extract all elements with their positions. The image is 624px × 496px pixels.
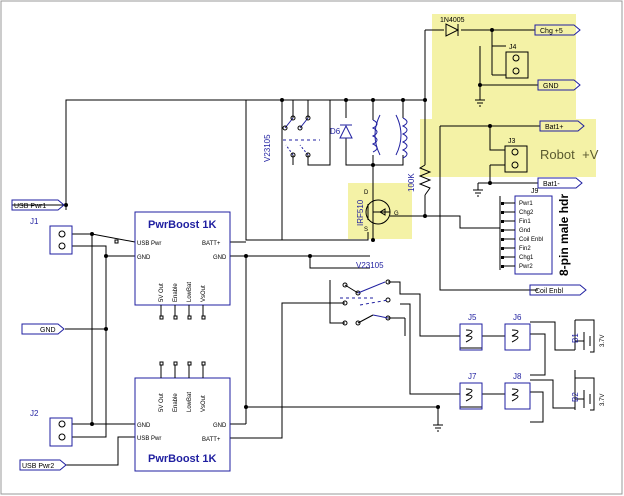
pb2-vsout: VsOut bbox=[201, 395, 207, 412]
flag-chg5-text: Chg +5 bbox=[540, 28, 563, 35]
pwrboost-bottom-title: PwrBoost 1K bbox=[148, 453, 217, 465]
mosfet-pin-g: G bbox=[394, 211, 399, 217]
pb2-enable: Enable bbox=[173, 393, 179, 412]
relay-top-label: V23105 bbox=[263, 134, 272, 162]
connector-j5: J5 bbox=[459, 313, 483, 351]
resistor-label: 100K bbox=[407, 173, 416, 192]
relay-bottom: V23105 bbox=[340, 261, 391, 326]
j3-label: J3 bbox=[508, 138, 516, 145]
battery-b2: B2 3.7V bbox=[571, 390, 606, 408]
relay-bottom-label: V23105 bbox=[356, 261, 384, 270]
robot-v-label: Robot +V bbox=[540, 146, 599, 163]
flag-usb-pwr1-text: USB Pwr1 bbox=[14, 203, 46, 210]
pb1-5v: 5V Out bbox=[159, 283, 165, 302]
pwrboost-bottom: PwrBoost 1K GND USB Pwr GND BATT+ 5V Out… bbox=[134, 361, 231, 472]
pb1-vsout: VsOut bbox=[201, 285, 207, 302]
diode-d6: D6 bbox=[330, 124, 353, 139]
pwrboost-top-title: PwrBoost 1K bbox=[148, 219, 217, 231]
j9-pin-8: Pwr2 bbox=[519, 264, 533, 270]
pb1-usbpwr: USB Pwr bbox=[137, 241, 161, 247]
pb1-lowbat: LowBat bbox=[187, 282, 193, 302]
pb2-lowbat: LowBat bbox=[187, 392, 193, 412]
j9-label: J9 bbox=[531, 188, 539, 195]
relay-coil bbox=[371, 114, 408, 159]
wires bbox=[12, 29, 595, 466]
pb1-enable: Enable bbox=[173, 283, 179, 302]
d6-label: D6 bbox=[330, 127, 341, 136]
j9-pin-4: Gnd bbox=[519, 228, 530, 234]
j4-label: J4 bbox=[509, 44, 517, 51]
net-flag-coil-enbl: Coil Enbl bbox=[529, 284, 587, 296]
j9-pins: Pwr1 Chg2 Fin1 Gnd Coil Enbl Fin2 Chg1 P… bbox=[519, 201, 543, 270]
net-flag-chg5: Chg +5 bbox=[534, 24, 581, 36]
j9-pin-7: Chg1 bbox=[519, 255, 534, 261]
flag-usb-pwr2-text: USB Pwr2 bbox=[22, 463, 54, 470]
j9-pin-6: Fin2 bbox=[519, 246, 531, 252]
header-j9: J9 8-pin male hdr Pwr1 Chg2 Fin1 Gnd Coi… bbox=[501, 188, 571, 276]
j1-label: J1 bbox=[30, 217, 39, 226]
relay-top: V23105 bbox=[263, 115, 320, 162]
flag-bat1p-text: Bat1+ bbox=[545, 124, 564, 131]
pwrboost-top: PwrBoost 1K USB Pwr GND BATT+ GND 5V Out… bbox=[114, 211, 231, 320]
b1-voltage: 3.7V bbox=[600, 335, 606, 347]
j9-pin-5: Coil Enbl bbox=[519, 237, 543, 243]
connector-j1: J1 bbox=[30, 217, 73, 255]
diode-1n4005-label: 1N4005 bbox=[440, 17, 465, 24]
junction-dots bbox=[64, 28, 494, 426]
j8-label: J8 bbox=[513, 372, 522, 381]
connector-j2: J2 bbox=[30, 409, 73, 447]
robot-v-suffix: +V bbox=[582, 147, 599, 162]
highlight-robot bbox=[420, 119, 596, 177]
pb2-batt: BATT+ bbox=[202, 437, 221, 443]
pb2-gnd-r: GND bbox=[213, 423, 227, 429]
highlight-mosfet bbox=[348, 183, 412, 239]
pb1-batt: BATT+ bbox=[202, 241, 221, 247]
j6-label: J6 bbox=[513, 313, 522, 322]
connector-j4: J4 bbox=[505, 44, 529, 79]
net-flag-bat1m: Bat1- bbox=[537, 177, 583, 189]
battery-b1: B1 3.7V bbox=[571, 332, 606, 350]
net-flag-usb-pwr2: USB Pwr2 bbox=[19, 459, 67, 471]
j7-label: J7 bbox=[468, 372, 477, 381]
flag-coil-enbl-text: Coil Enbl bbox=[535, 288, 563, 295]
mosfet-pin-s: S bbox=[364, 227, 368, 233]
j9-pin-2: Chg2 bbox=[519, 210, 534, 216]
pb2-usbpwr: USB Pwr bbox=[137, 436, 161, 442]
b2-voltage: 3.7V bbox=[600, 394, 606, 406]
b2-label: B2 bbox=[571, 392, 580, 402]
mosfet-irf510: D G S IRF510 bbox=[356, 190, 399, 233]
pb1-gnd-r: GND bbox=[213, 255, 227, 261]
diode-1n4005: 1N4005 bbox=[440, 17, 465, 37]
pb2-gnd: GND bbox=[137, 423, 151, 429]
flag-gnd-top-text: GND bbox=[543, 83, 559, 90]
robot-word: Robot bbox=[540, 147, 575, 162]
mosfet-pin-d: D bbox=[364, 190, 369, 196]
flag-gnd-left-text: GND bbox=[40, 327, 56, 334]
flag-bat1m-text: Bat1- bbox=[543, 181, 560, 188]
net-flag-gnd-top: GND bbox=[537, 79, 581, 91]
pb2-5v: 5V Out bbox=[159, 393, 165, 412]
highlight-regions bbox=[348, 14, 596, 239]
connector-j7: J7 bbox=[459, 372, 483, 410]
j5-label: J5 bbox=[468, 313, 477, 322]
j9-pin-1: Pwr1 bbox=[519, 201, 533, 207]
net-flag-gnd-left: GND bbox=[21, 323, 65, 335]
pb1-gnd: GND bbox=[137, 255, 151, 261]
net-flag-bat1p: Bat1+ bbox=[539, 120, 585, 132]
j9-hdr-label: 8-pin male hdr bbox=[557, 194, 571, 276]
connector-j6: J6 bbox=[504, 313, 531, 351]
resistor-100k: 100K bbox=[407, 164, 432, 196]
connector-j3: J3 bbox=[504, 138, 528, 173]
j9-pin-3: Fin1 bbox=[519, 219, 531, 225]
net-flag-usb-pwr1: USB Pwr1 bbox=[11, 199, 65, 211]
connector-j8: J8 bbox=[504, 372, 531, 410]
b1-label: B1 bbox=[571, 333, 580, 343]
mosfet-label: IRF510 bbox=[356, 199, 365, 226]
j2-label: J2 bbox=[30, 409, 39, 418]
